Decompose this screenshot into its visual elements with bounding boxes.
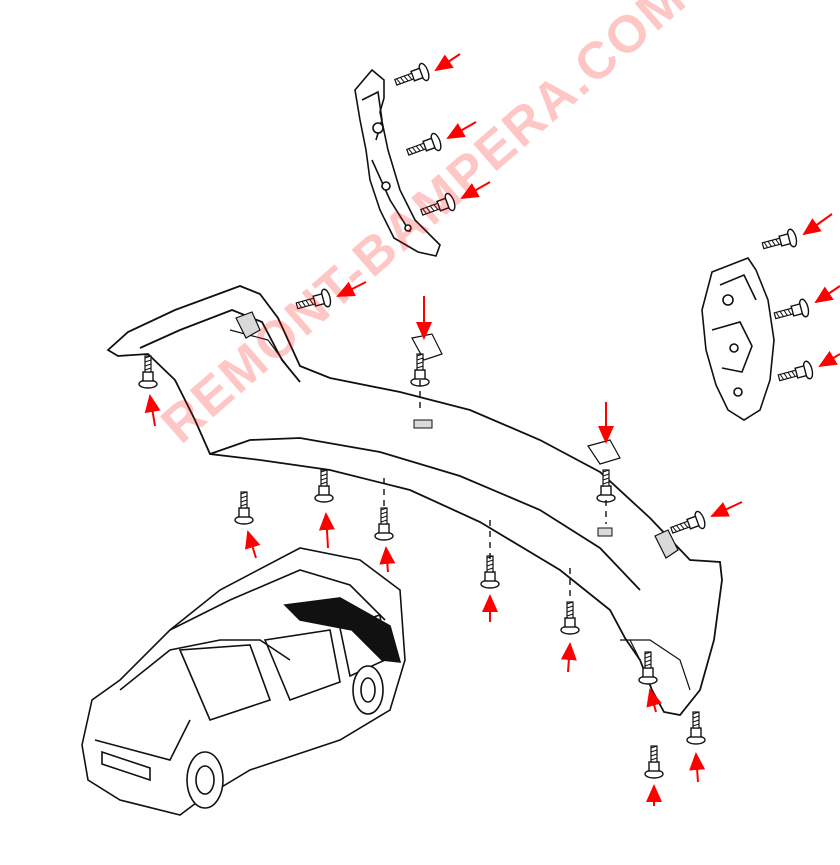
arrow-12	[379, 546, 396, 573]
arrow-2	[446, 121, 477, 139]
fastener-9	[138, 355, 158, 389]
fastener-4	[761, 228, 798, 250]
bumper-cover	[106, 285, 723, 716]
arrow-11	[318, 512, 335, 549]
fastener-18	[686, 711, 706, 745]
fastener-8	[670, 510, 706, 534]
arrow-14	[560, 642, 577, 673]
fastener-10	[234, 491, 254, 525]
fastener-12	[374, 507, 394, 541]
fastener-7	[295, 288, 332, 310]
arrow-10	[245, 530, 261, 559]
left-bracket	[354, 68, 441, 257]
clip-2	[587, 439, 621, 465]
fastener-1	[394, 62, 430, 86]
arrow-18	[689, 752, 706, 783]
arrow-4	[802, 213, 833, 236]
fastener-13	[480, 555, 500, 589]
car-illustration	[81, 547, 406, 816]
fastener-6	[777, 360, 814, 382]
fastener-15	[410, 353, 430, 387]
arrow-1	[434, 53, 461, 72]
arrow-group	[144, 53, 840, 806]
guide-lines	[383, 380, 607, 600]
fastener-19	[644, 745, 664, 779]
fastener-3	[420, 192, 456, 216]
fastener-5	[773, 298, 810, 320]
right-bracket	[701, 257, 775, 421]
arrow-7	[336, 281, 367, 297]
fastener-11	[314, 469, 334, 503]
arrow-9	[144, 394, 161, 427]
fastener-14	[560, 601, 580, 635]
fastener-group	[138, 62, 814, 779]
arrow-3	[460, 181, 491, 199]
arrow-8	[710, 501, 743, 517]
arrow-5	[814, 285, 840, 304]
arrow-17	[646, 688, 662, 713]
fastener-2	[406, 132, 442, 156]
fastener-17	[638, 651, 658, 685]
arrow-6	[818, 350, 840, 368]
